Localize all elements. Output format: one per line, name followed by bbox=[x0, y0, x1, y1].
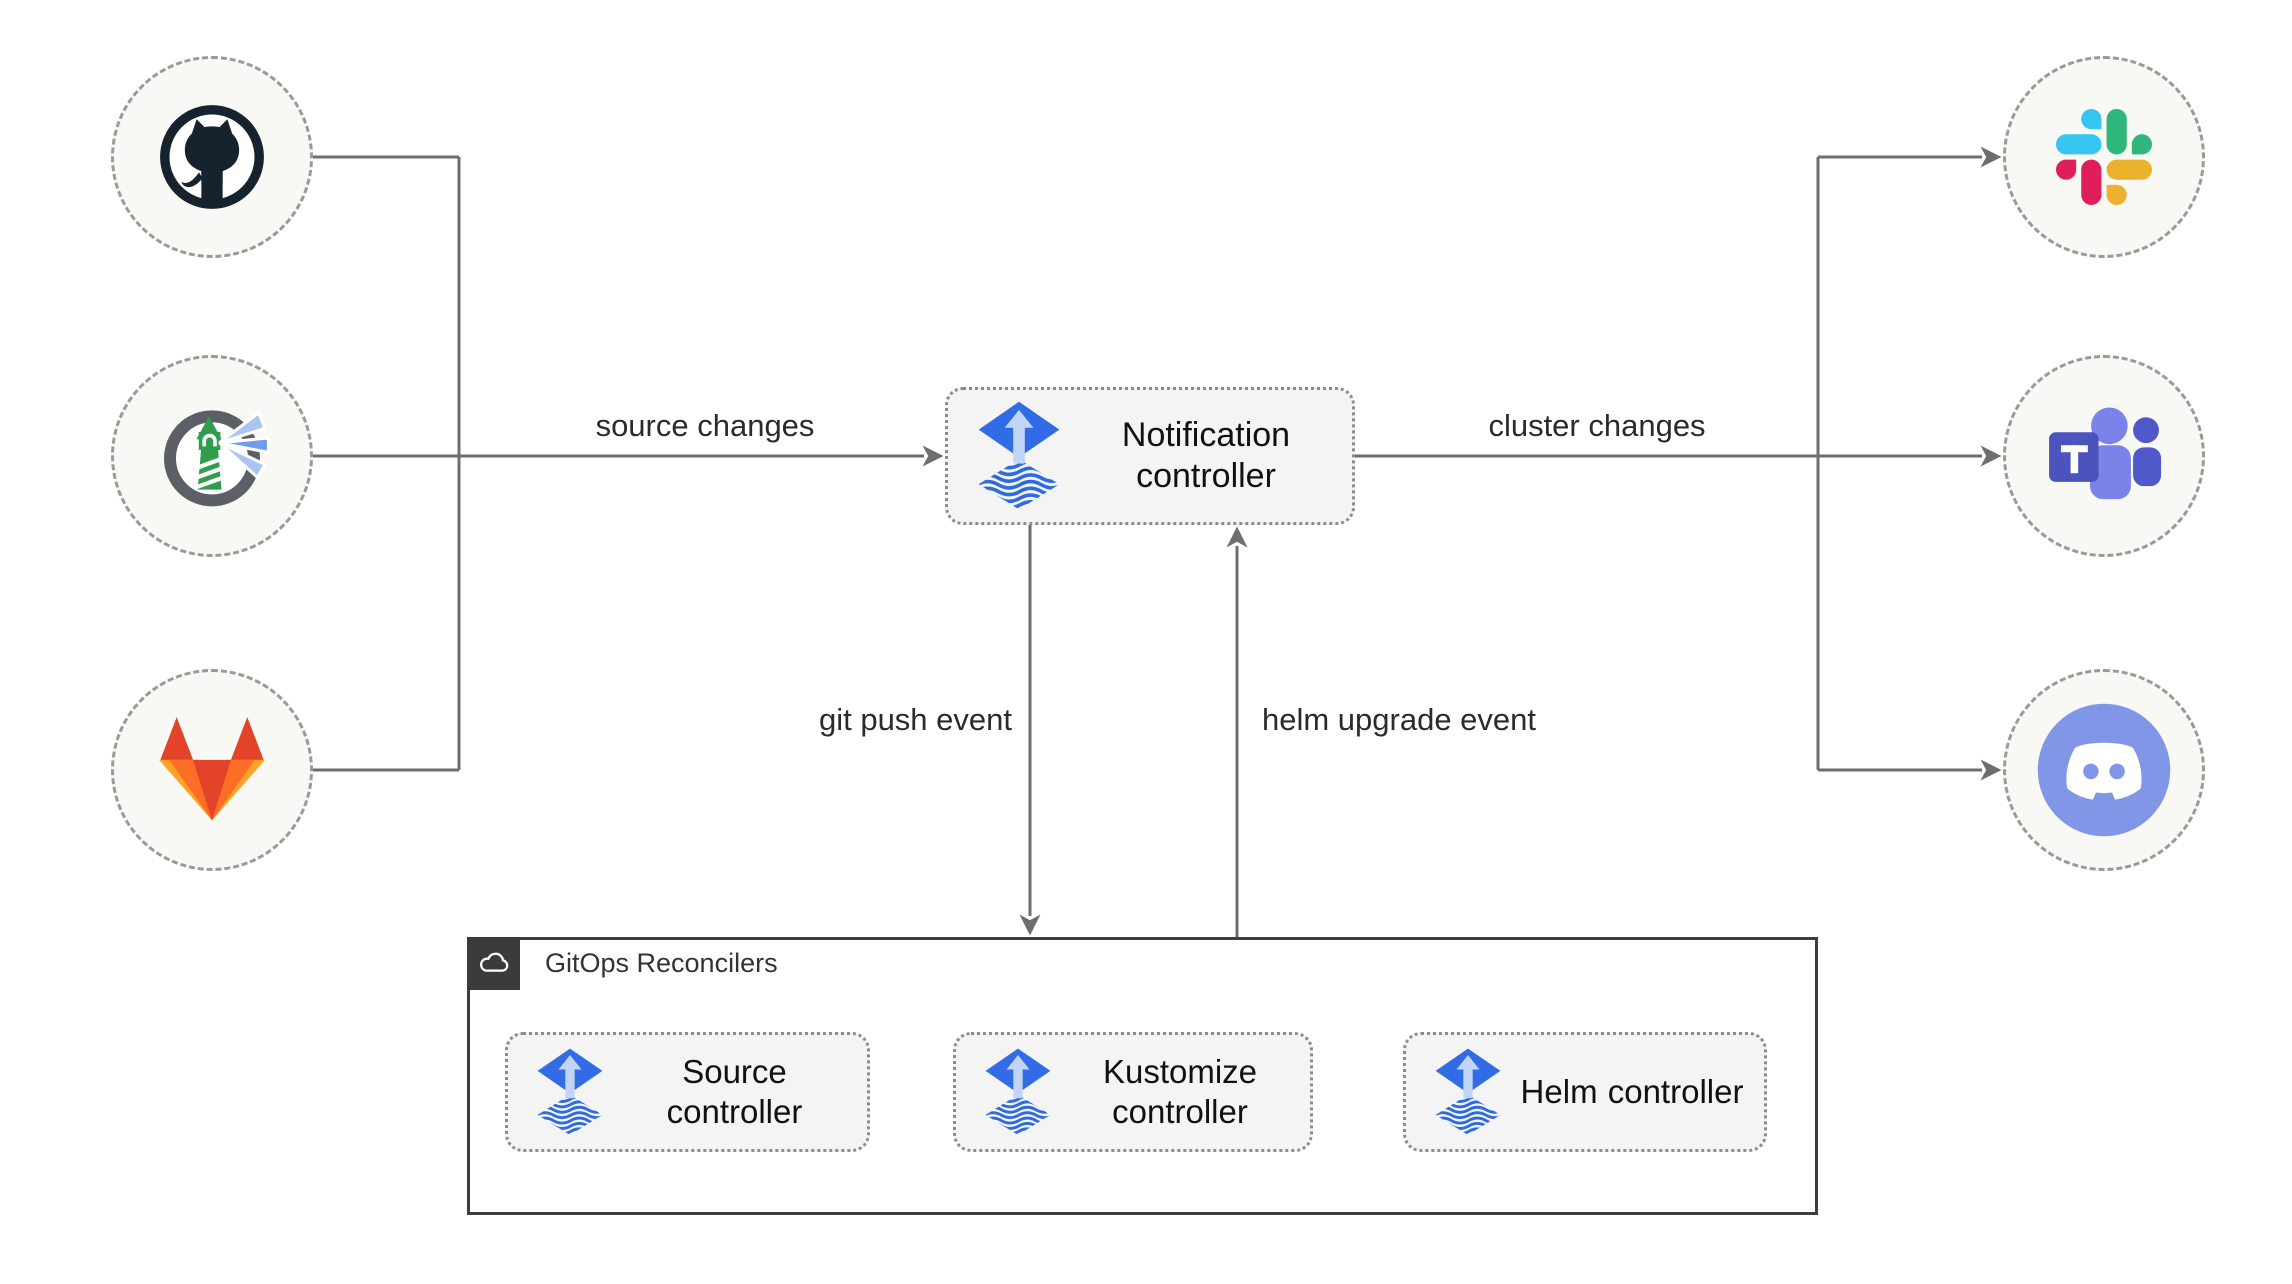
edge-label-git-push-event: git push event bbox=[818, 702, 1012, 737]
left-junction-lines bbox=[313, 155, 461, 772]
flux-icon bbox=[974, 400, 1064, 513]
node-kustomize-controller: Kustomize controller bbox=[953, 1032, 1313, 1152]
edge-label-source-changes: source changes bbox=[595, 408, 815, 443]
slack-icon bbox=[2056, 109, 2152, 205]
flux-icon bbox=[534, 1047, 606, 1138]
teams-icon bbox=[2049, 407, 2162, 500]
target-node-teams bbox=[2003, 355, 2205, 557]
target-node-slack bbox=[2003, 56, 2205, 258]
node-source-controller: Source controller bbox=[505, 1032, 870, 1152]
right-junction-lines bbox=[1355, 157, 1820, 770]
group-badge bbox=[467, 937, 520, 990]
cloud-icon bbox=[479, 952, 508, 972]
node-label: Notification controller bbox=[1121, 415, 1291, 495]
source-node-harbor bbox=[111, 355, 313, 557]
source-node-gitlab bbox=[111, 669, 313, 871]
flux-icon bbox=[982, 1047, 1054, 1138]
node-label: Helm controller bbox=[1520, 1072, 1744, 1110]
github-icon bbox=[160, 105, 264, 209]
edge-label-helm-upgrade-event: helm upgrade event bbox=[1262, 702, 1537, 737]
node-helm-controller: Helm controller bbox=[1403, 1032, 1767, 1152]
discord-icon bbox=[2037, 703, 2171, 837]
gitlab-icon bbox=[159, 717, 265, 821]
edge-label-cluster-changes: cluster changes bbox=[1488, 408, 1706, 443]
node-label: Source controller bbox=[666, 1052, 803, 1130]
node-label: Kustomize controller bbox=[1102, 1052, 1258, 1130]
target-node-discord bbox=[2003, 669, 2205, 871]
group-label: GitOps Reconcilers bbox=[545, 948, 778, 978]
node-notification-controller: Notification controller bbox=[945, 387, 1355, 525]
flux-icon bbox=[1432, 1047, 1504, 1138]
source-node-github bbox=[111, 56, 313, 258]
harbor-icon bbox=[164, 410, 270, 507]
